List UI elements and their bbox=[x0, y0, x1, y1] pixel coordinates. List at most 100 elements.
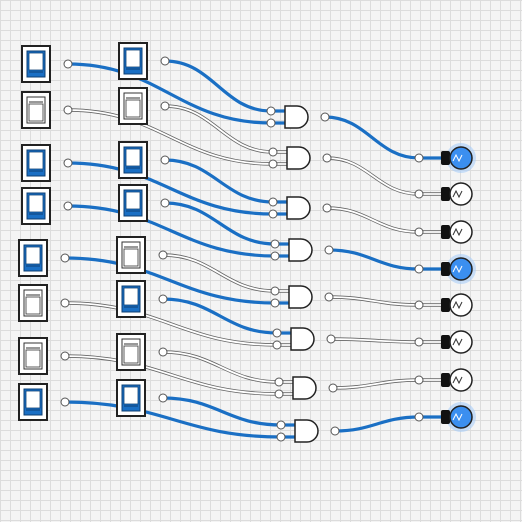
terminal-switch-a-6 bbox=[60, 298, 70, 308]
toggle-switch-a-3[interactable] bbox=[21, 144, 51, 182]
terminal-switch-b-6 bbox=[158, 294, 168, 304]
wire-output-7 bbox=[331, 378, 421, 390]
toggle-switch-a-6[interactable] bbox=[18, 284, 48, 322]
terminal-bulb-in-1 bbox=[414, 153, 424, 163]
toggle-switch-b-8[interactable] bbox=[116, 379, 146, 417]
terminal-switch-b-3 bbox=[160, 155, 170, 165]
terminal-gate-in-2-2 bbox=[268, 159, 278, 169]
terminal-switch-a-7 bbox=[60, 351, 70, 361]
wire-switch-a-4 bbox=[66, 204, 277, 258]
terminal-gate-out-5 bbox=[324, 292, 334, 302]
terminal-gate-out-3 bbox=[322, 203, 332, 213]
terminal-bulb-in-7 bbox=[414, 375, 424, 385]
toggle-switch-b-3[interactable] bbox=[118, 141, 148, 179]
terminal-gate-out-2 bbox=[322, 153, 332, 163]
toggle-switch-b-1[interactable] bbox=[118, 42, 148, 80]
wire-output-4 bbox=[327, 248, 421, 271]
terminal-switch-a-2 bbox=[63, 105, 73, 115]
terminal-gate-in-1-6 bbox=[272, 328, 282, 338]
toggle-switch-a-2[interactable] bbox=[21, 91, 51, 129]
terminal-gate-in-1-7 bbox=[274, 377, 284, 387]
terminal-bulb-in-8 bbox=[414, 412, 424, 422]
and-gate-1[interactable] bbox=[284, 105, 309, 129]
terminal-gate-in-1-2 bbox=[268, 147, 278, 157]
terminal-gate-out-7 bbox=[328, 383, 338, 393]
toggle-switch-b-6[interactable] bbox=[116, 280, 146, 318]
wire-switch-a-5 bbox=[63, 256, 277, 305]
terminal-switch-b-7 bbox=[158, 347, 168, 357]
wire-switch-b-3 bbox=[163, 158, 275, 204]
terminal-gate-in-1-4 bbox=[270, 239, 280, 249]
light-bulb-2 bbox=[441, 182, 473, 206]
terminal-switch-b-5 bbox=[158, 250, 168, 260]
wire-output-8 bbox=[333, 415, 421, 433]
wire-switch-a-2 bbox=[66, 108, 275, 166]
toggle-switch-a-5[interactable] bbox=[18, 239, 48, 277]
toggle-switch-a-1[interactable] bbox=[21, 45, 51, 83]
light-bulb-4 bbox=[441, 254, 476, 284]
terminal-gate-out-4 bbox=[324, 245, 334, 255]
wire-switch-b-1 bbox=[163, 59, 273, 113]
terminal-gate-in-2-8 bbox=[276, 432, 286, 442]
wire-output-3 bbox=[325, 206, 421, 234]
terminal-switch-a-1 bbox=[63, 59, 73, 69]
and-gate-4[interactable] bbox=[288, 238, 313, 262]
and-gate-2[interactable] bbox=[286, 146, 311, 170]
light-bulb-7 bbox=[441, 368, 473, 392]
terminal-gate-in-1-8 bbox=[276, 420, 286, 430]
light-bulb-3 bbox=[441, 220, 473, 244]
terminal-gate-in-2-1 bbox=[266, 118, 276, 128]
terminal-bulb-in-6 bbox=[414, 337, 424, 347]
toggle-switch-b-7[interactable] bbox=[116, 333, 146, 371]
wire-switch-a-1 bbox=[66, 62, 273, 125]
toggle-switch-b-4[interactable] bbox=[118, 184, 148, 222]
terminal-gate-out-6 bbox=[326, 334, 336, 344]
light-bulb-6 bbox=[441, 330, 473, 354]
toggle-switch-a-8[interactable] bbox=[18, 383, 48, 421]
terminal-gate-in-1-3 bbox=[268, 197, 278, 207]
wire-switch-b-4 bbox=[163, 201, 277, 246]
terminal-bulb-in-2 bbox=[414, 189, 424, 199]
wire-switch-a-6 bbox=[63, 301, 279, 347]
and-gate-7[interactable] bbox=[292, 376, 317, 400]
terminal-switch-b-1 bbox=[160, 56, 170, 66]
and-gate-3[interactable] bbox=[286, 196, 311, 220]
terminal-gate-in-1-5 bbox=[270, 286, 280, 296]
toggle-switch-b-5[interactable] bbox=[116, 236, 146, 274]
terminal-switch-a-4 bbox=[63, 201, 73, 211]
wire-switch-a-8 bbox=[63, 400, 283, 439]
wire-switch-a-3 bbox=[66, 161, 275, 216]
terminal-gate-in-2-4 bbox=[270, 251, 280, 261]
terminal-switch-b-4 bbox=[160, 198, 170, 208]
terminal-bulb-in-5 bbox=[414, 300, 424, 310]
wire-switch-b-8 bbox=[161, 396, 283, 427]
light-bulb-8 bbox=[441, 402, 476, 432]
terminal-gate-in-2-3 bbox=[268, 209, 278, 219]
toggle-switch-b-2[interactable] bbox=[118, 87, 148, 125]
terminal-gate-out-1 bbox=[320, 112, 330, 122]
wire-switch-b-2 bbox=[163, 104, 275, 154]
wire-output-5 bbox=[327, 295, 421, 307]
wire-switch-b-6 bbox=[161, 297, 279, 335]
toggle-switch-a-7[interactable] bbox=[18, 337, 48, 375]
toggle-switch-a-4[interactable] bbox=[21, 187, 51, 225]
terminal-gate-in-2-6 bbox=[272, 340, 282, 350]
terminal-bulb-in-3 bbox=[414, 227, 424, 237]
wire-switch-b-5 bbox=[161, 253, 277, 293]
terminal-gate-in-2-7 bbox=[274, 389, 284, 399]
terminal-gate-out-8 bbox=[330, 426, 340, 436]
and-gate-5[interactable] bbox=[288, 285, 313, 309]
terminal-switch-b-2 bbox=[160, 101, 170, 111]
terminal-gate-in-1-1 bbox=[266, 106, 276, 116]
terminal-switch-a-8 bbox=[60, 397, 70, 407]
and-gate-8[interactable] bbox=[294, 419, 319, 443]
terminal-switch-a-3 bbox=[63, 158, 73, 168]
light-bulb-1 bbox=[441, 143, 476, 173]
wire-output-2 bbox=[325, 156, 421, 196]
wire-switch-a-7 bbox=[63, 354, 281, 396]
wire-output-6 bbox=[329, 337, 421, 344]
wire-switch-b-7 bbox=[161, 350, 281, 384]
terminal-bulb-in-4 bbox=[414, 264, 424, 274]
and-gate-6[interactable] bbox=[290, 327, 315, 351]
